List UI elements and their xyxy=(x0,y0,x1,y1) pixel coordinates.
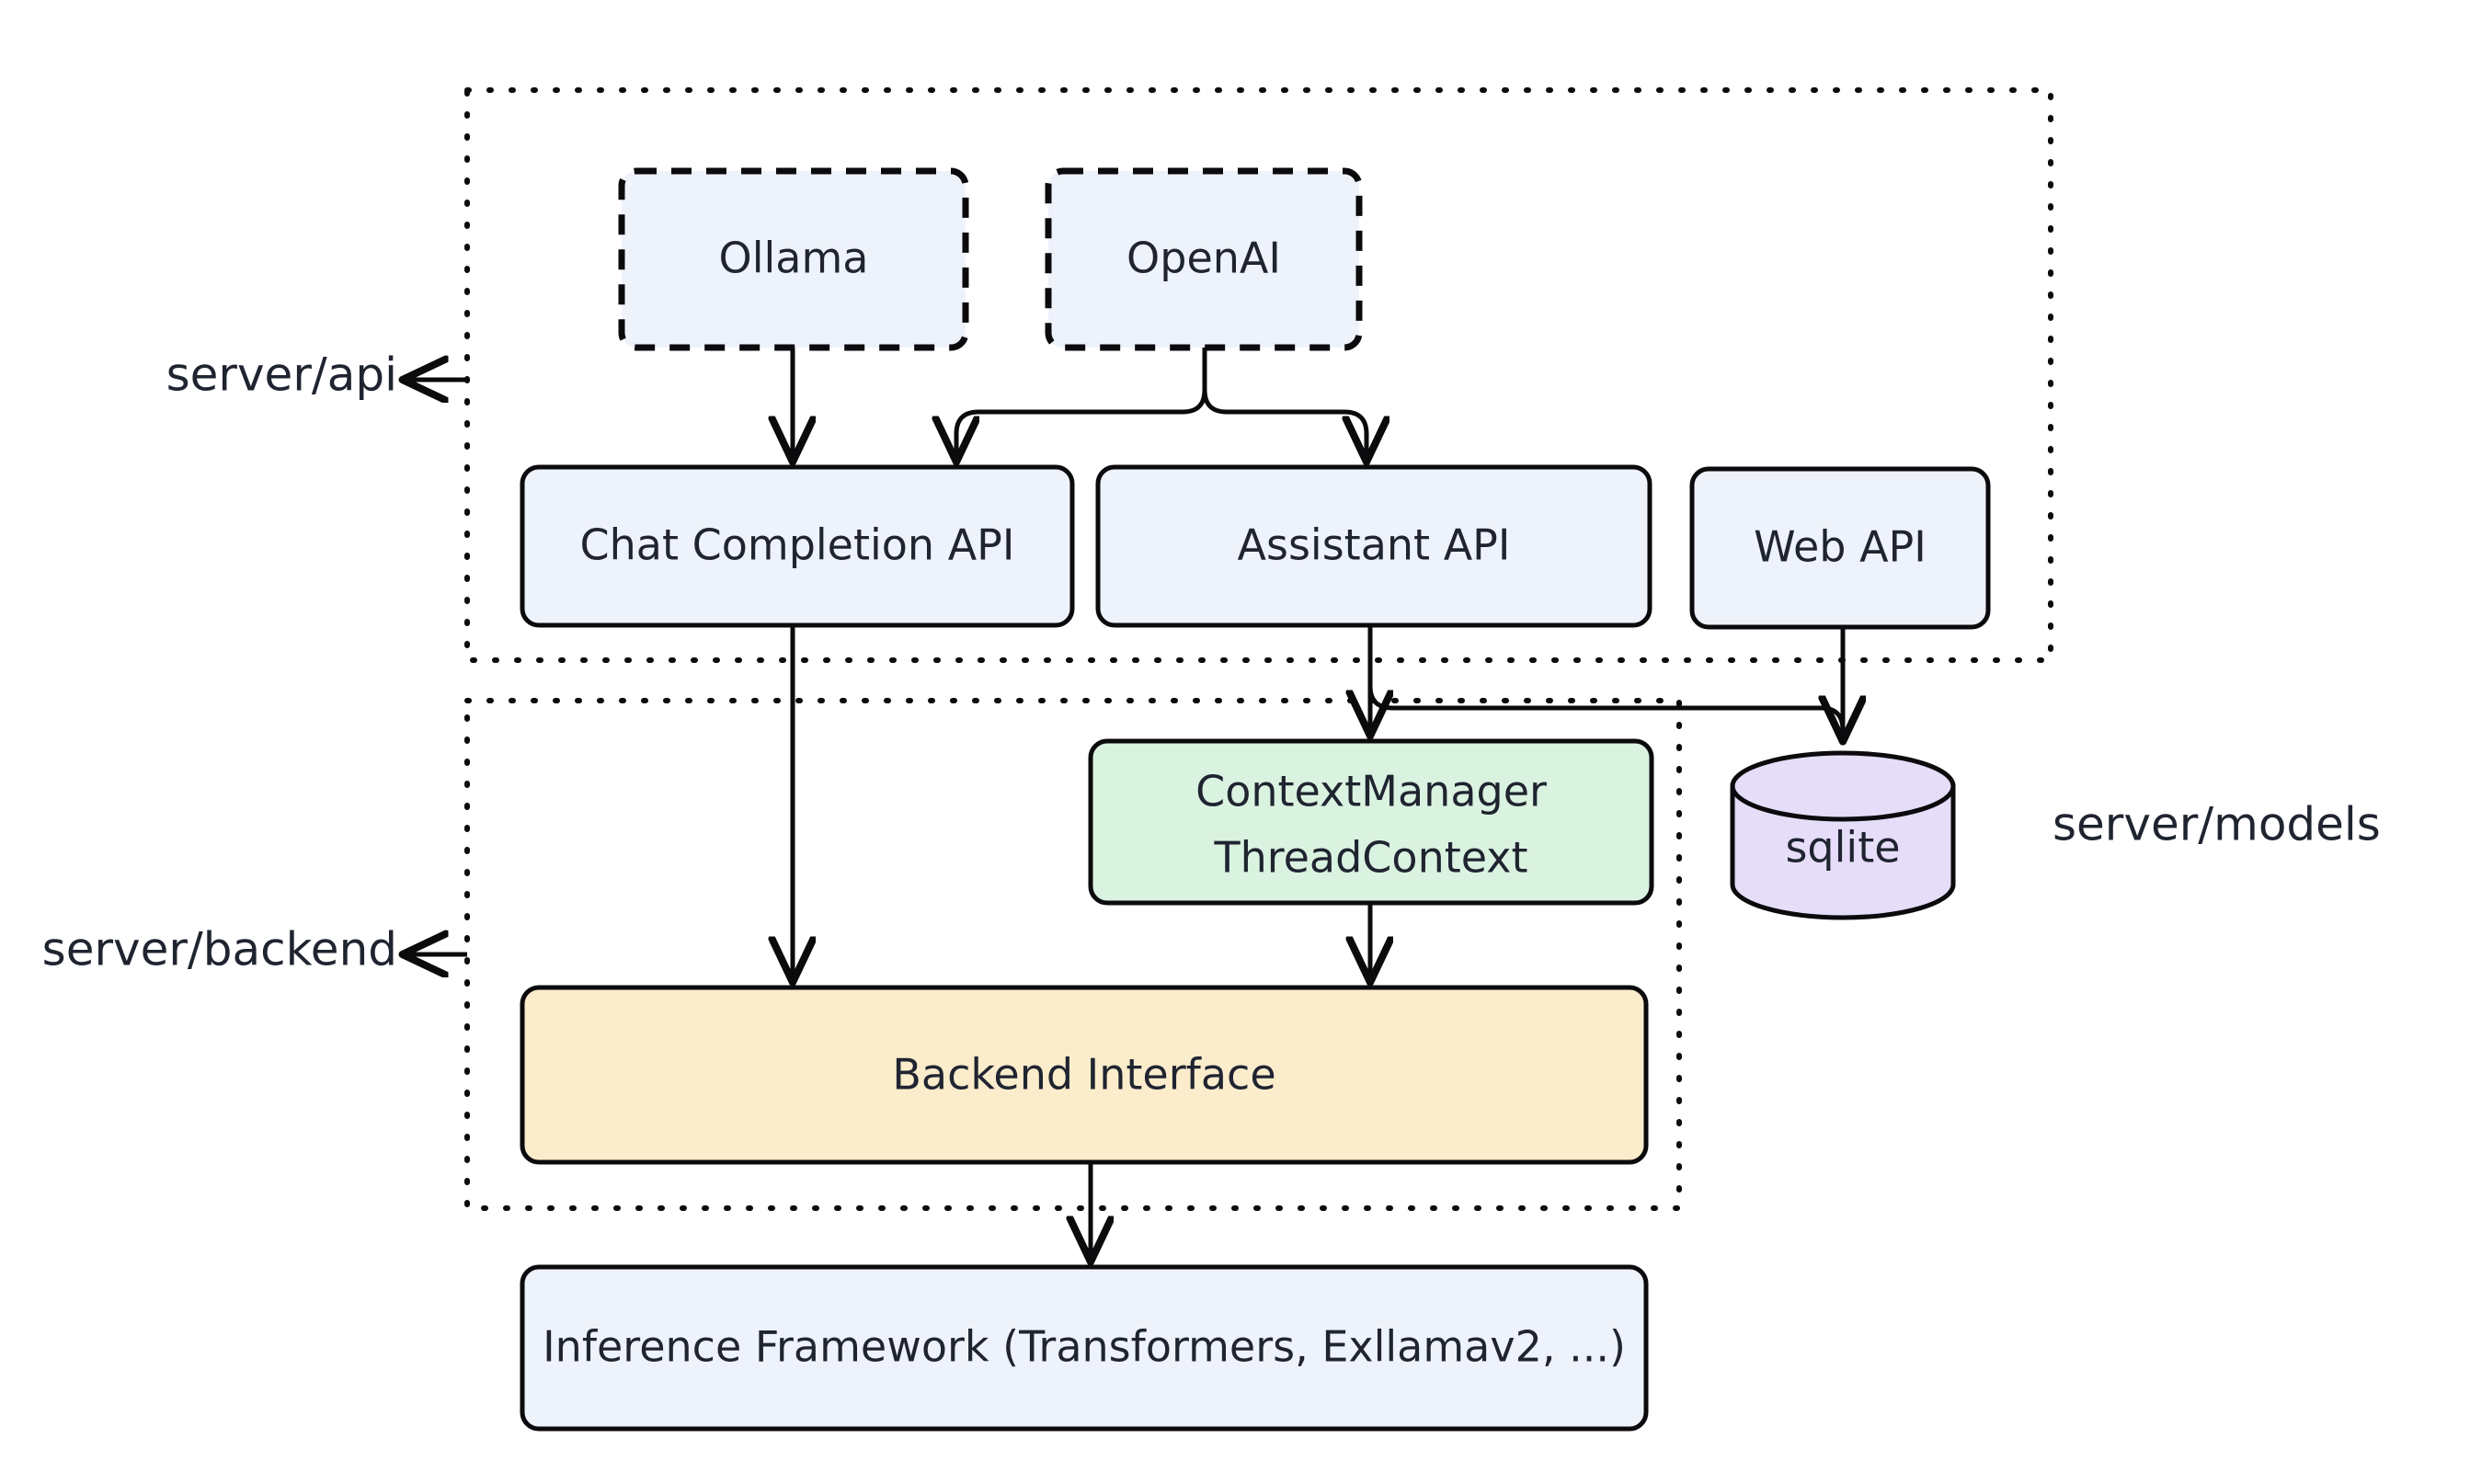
node-sqlite[interactable]: sqlite xyxy=(1730,750,1956,920)
node-backend-interface-label: Backend Interface xyxy=(892,1050,1275,1100)
node-ollama-label: Ollama xyxy=(719,234,869,283)
edge-assistant-api-to-sqlite xyxy=(1367,625,1843,739)
group-border-server-api xyxy=(464,87,2053,663)
node-backend-interface[interactable]: Backend Interface xyxy=(520,985,1649,1165)
node-context-manager-label: ContextManager xyxy=(1195,767,1547,816)
node-sqlite-body[interactable] xyxy=(1730,783,1956,920)
group-label-server-models: server/models xyxy=(2053,798,2381,851)
node-web-api-box[interactable] xyxy=(1689,466,1991,630)
node-openai-label: OpenAI xyxy=(1126,234,1281,283)
node-chat-completion-api-box[interactable] xyxy=(520,464,1075,628)
node-ollama-box[interactable] xyxy=(618,167,969,351)
node-web-api[interactable]: Web API xyxy=(1689,466,1991,630)
node-ollama[interactable]: Ollama xyxy=(618,167,969,351)
node-chat-completion-api[interactable]: Chat Completion API xyxy=(520,464,1075,628)
node-web-api-label: Web API xyxy=(1754,522,1927,572)
node-openai[interactable]: OpenAI xyxy=(1045,167,1363,351)
group-label-server-api: server/api xyxy=(166,348,397,402)
node-assistant-api[interactable]: Assistant API xyxy=(1095,464,1652,628)
node-thread-context-label: ThreadContext xyxy=(1213,833,1527,883)
node-context-manager-box[interactable] xyxy=(1088,738,1654,906)
edge-openai-to-chat-api xyxy=(956,348,1207,460)
node-backend-interface-box[interactable] xyxy=(520,985,1649,1165)
node-openai-box[interactable] xyxy=(1045,167,1363,351)
node-context-manager[interactable]: ContextManager ThreadContext xyxy=(1088,738,1654,906)
edge-openai-to-assistant-api xyxy=(1202,348,1367,460)
group-label-server-backend: server/backend xyxy=(42,923,397,976)
group-server-api xyxy=(464,87,2053,663)
node-assistant-api-label: Assistant API xyxy=(1238,520,1511,570)
node-assistant-api-box[interactable] xyxy=(1095,464,1652,628)
node-inference-framework-label: Inference Framework (Transformers, Exlla… xyxy=(543,1322,1626,1372)
node-chat-completion-api-label: Chat Completion API xyxy=(580,520,1015,570)
node-inference-framework[interactable]: Inference Framework (Transformers, Exlla… xyxy=(520,1264,1649,1432)
node-inference-framework-box[interactable] xyxy=(520,1264,1649,1432)
node-sqlite-top[interactable] xyxy=(1730,750,1956,822)
node-sqlite-label: sqlite xyxy=(1785,823,1900,873)
